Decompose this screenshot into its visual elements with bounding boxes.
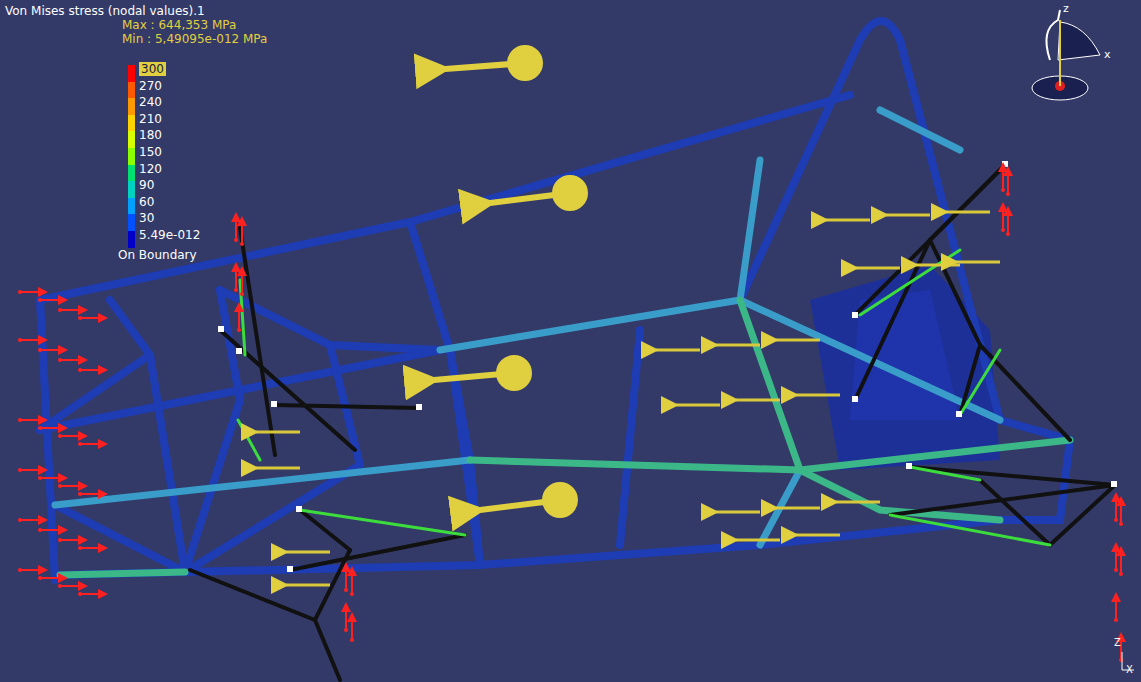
colorbar-swatch	[128, 82, 135, 99]
colorbar-value: 90	[139, 178, 154, 192]
colorbar-swatch	[128, 214, 135, 231]
colorbar-value: 180	[139, 128, 162, 142]
result-title: Von Mises stress (nodal values).1	[5, 4, 205, 18]
colorbar-value: 240	[139, 95, 162, 109]
colorbar-swatch	[128, 198, 135, 215]
colorbar-swatch	[128, 231, 135, 248]
colorbar-value: 210	[139, 112, 162, 126]
colorbar-value: 30	[139, 211, 154, 225]
colorbar-swatch	[128, 131, 135, 148]
axis-label: X	[1126, 663, 1133, 677]
axis-label: z	[1063, 2, 1069, 16]
colorbar-value: 300	[139, 62, 166, 76]
colorbar-value: 270	[139, 79, 162, 93]
axis-label: x	[1104, 48, 1111, 62]
colorbar-value: 120	[139, 162, 162, 176]
colorbar-value: 5.49e-012	[139, 228, 200, 242]
colorbar-swatch	[128, 115, 135, 132]
colorbar-swatch	[128, 65, 135, 82]
max-value: Max : 644,353 MPa	[122, 18, 236, 32]
colorbar-swatch	[128, 98, 135, 115]
colorbar-swatch	[128, 165, 135, 182]
colorbar-swatch	[128, 181, 135, 198]
colorbar-swatch	[128, 148, 135, 165]
axis-label: Z	[1114, 636, 1121, 650]
min-value: Min : 5,49095e-012 MPa	[122, 32, 267, 46]
colorbar-value: 150	[139, 145, 162, 159]
boundary-note: On Boundary	[118, 248, 197, 262]
colorbar-value: 60	[139, 195, 154, 209]
